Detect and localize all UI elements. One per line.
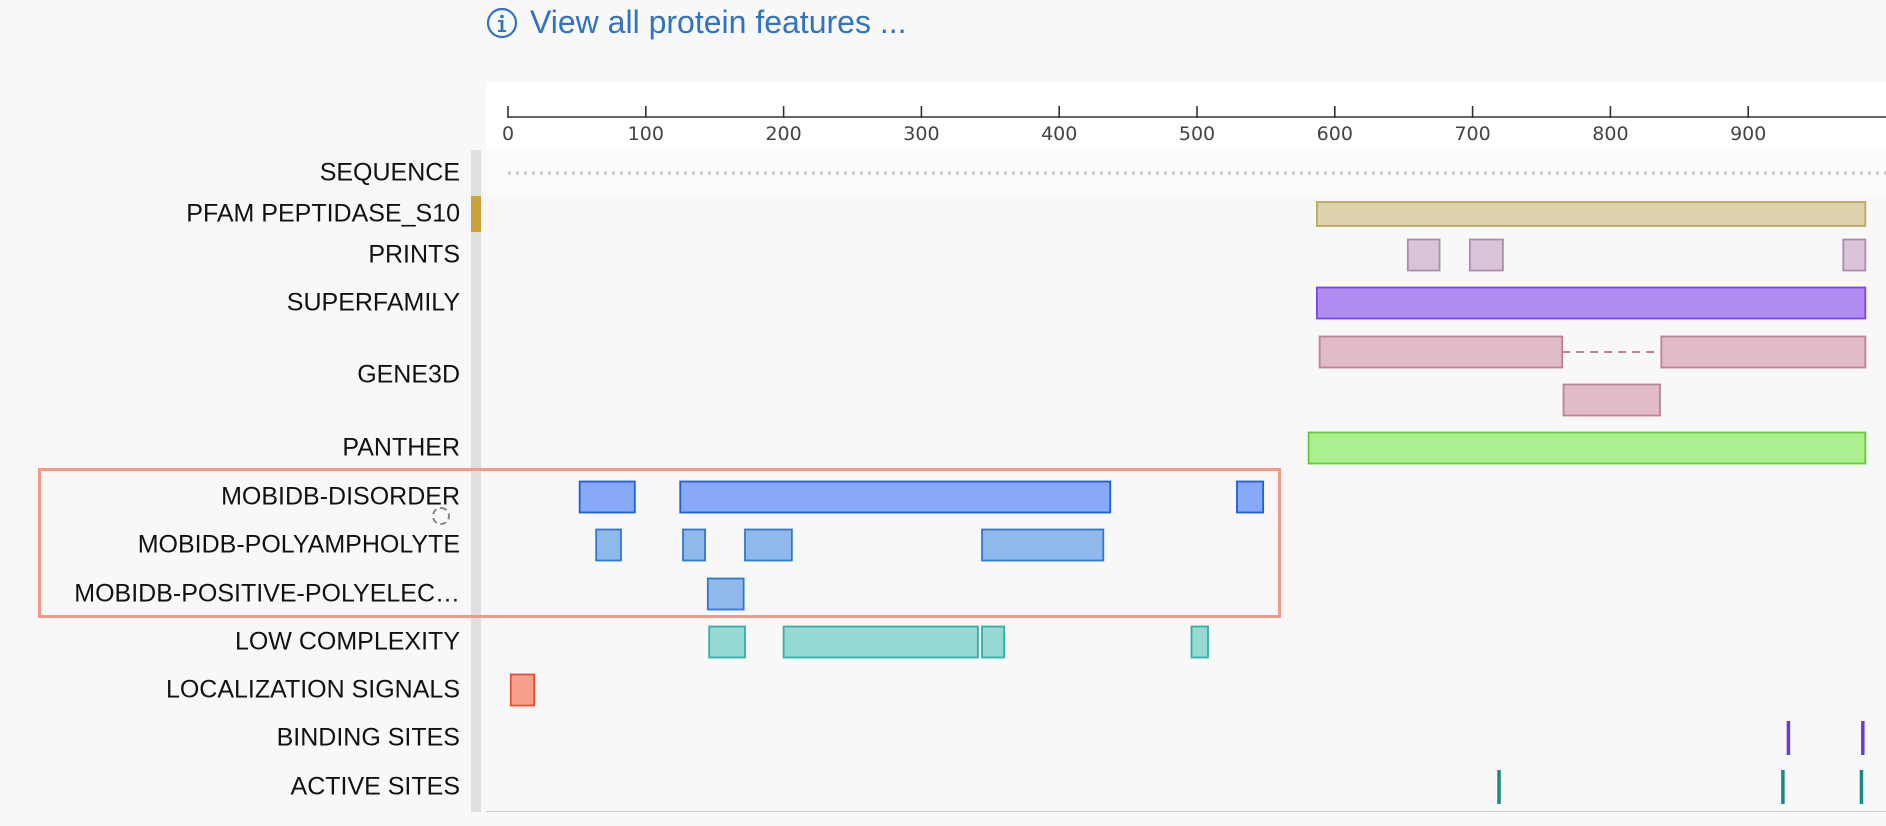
feature-low-complexity[interactable] [782, 625, 979, 659]
viewer-bottom-border [486, 811, 1886, 812]
track-label-gene3d: GENE3D [357, 360, 460, 389]
track-label-localization: LOCALIZATION SIGNALS [165, 675, 460, 704]
track-label-prints: PRINTS [368, 240, 460, 269]
ruler-tick-label: 200 [765, 123, 801, 145]
feature-low-complexity[interactable] [1190, 625, 1209, 659]
view-all-features-link[interactable]: View all protein features ... [486, 4, 907, 41]
info-icon [486, 7, 518, 38]
track-label-mobidb-disorder: MOBIDB-DISORDER [221, 482, 460, 511]
ruler-tick-label: 500 [1179, 123, 1215, 145]
ruler-tick-label: 600 [1317, 123, 1353, 145]
feature-mobidb-polyampholyte[interactable] [595, 528, 622, 562]
track-sidebar [471, 150, 481, 812]
feature-prints[interactable] [1842, 238, 1867, 272]
track-label-binding: BINDING SITES [276, 723, 460, 752]
track-label-superfamily: SUPERFAMILY [286, 288, 460, 317]
feature-gene3d[interactable] [1660, 335, 1867, 369]
feature-active-site[interactable] [1781, 770, 1785, 804]
feature-pfam[interactable] [1315, 201, 1867, 227]
track-label-panther: PANTHER [342, 433, 460, 462]
feature-active-site[interactable] [1859, 770, 1864, 804]
feature-gene3d[interactable] [1562, 383, 1661, 417]
feature-low-complexity[interactable] [708, 625, 746, 659]
ruler-tick-label: 400 [1041, 123, 1077, 145]
feature-mobidb-polyampholyte[interactable] [981, 528, 1105, 562]
ruler-tick-label: 300 [903, 123, 939, 145]
feature-viewer-canvas[interactable]: 0 100 200 300 400 500 600 700 800 900 [486, 82, 1886, 814]
mouse-cursor [432, 507, 450, 525]
view-all-features-text: View all protein features ... [530, 4, 907, 40]
track-label-mobidb-polyampholyte: MOBIDB-POLYAMPHOLYTE [137, 530, 460, 559]
ruler-tick-label: 900 [1730, 123, 1766, 145]
feature-mobidb-positive[interactable] [706, 577, 745, 611]
track-label-active: ACTIVE SITES [290, 772, 460, 801]
feature-localization[interactable] [509, 673, 536, 707]
ruler-tick-label: 100 [628, 123, 664, 145]
track-label-sequence: SEQUENCE [319, 158, 460, 187]
feature-prints[interactable] [1468, 238, 1504, 272]
track-label-mobidb-positive: MOBIDB-POSITIVE-POLYELEC… [74, 579, 460, 608]
feature-viewer[interactable]: 0 100 200 300 400 500 600 700 800 900 [486, 82, 1886, 814]
ruler-tick-label: 800 [1592, 123, 1628, 145]
feature-binding-site[interactable] [1861, 721, 1865, 755]
track-selected-marker [471, 196, 481, 232]
feature-active-site[interactable] [1497, 770, 1501, 804]
ruler-tick-label: 700 [1454, 123, 1490, 145]
feature-prints[interactable] [1406, 238, 1441, 272]
track-labels: SEQUENCE PFAM PEPTIDASE_S10 PRINTS SUPER… [0, 0, 460, 826]
track-label-low-complexity: LOW COMPLEXITY [234, 627, 460, 656]
feature-superfamily[interactable] [1315, 286, 1867, 320]
feature-mobidb-polyampholyte[interactable] [744, 528, 793, 562]
feature-mobidb-polyampholyte[interactable] [682, 528, 706, 562]
feature-mobidb-disorder[interactable] [578, 480, 636, 514]
feature-panther[interactable] [1307, 431, 1867, 465]
ruler-tick-label: 0 [502, 123, 514, 145]
feature-mobidb-disorder[interactable] [1236, 480, 1265, 514]
track-label-pfam: PFAM PEPTIDASE_S10 [186, 199, 460, 228]
feature-mobidb-disorder[interactable] [679, 480, 1112, 514]
feature-binding-site[interactable] [1786, 721, 1791, 755]
ruler-background [486, 82, 1886, 150]
feature-low-complexity[interactable] [981, 625, 1005, 659]
feature-gene3d[interactable] [1318, 335, 1564, 369]
